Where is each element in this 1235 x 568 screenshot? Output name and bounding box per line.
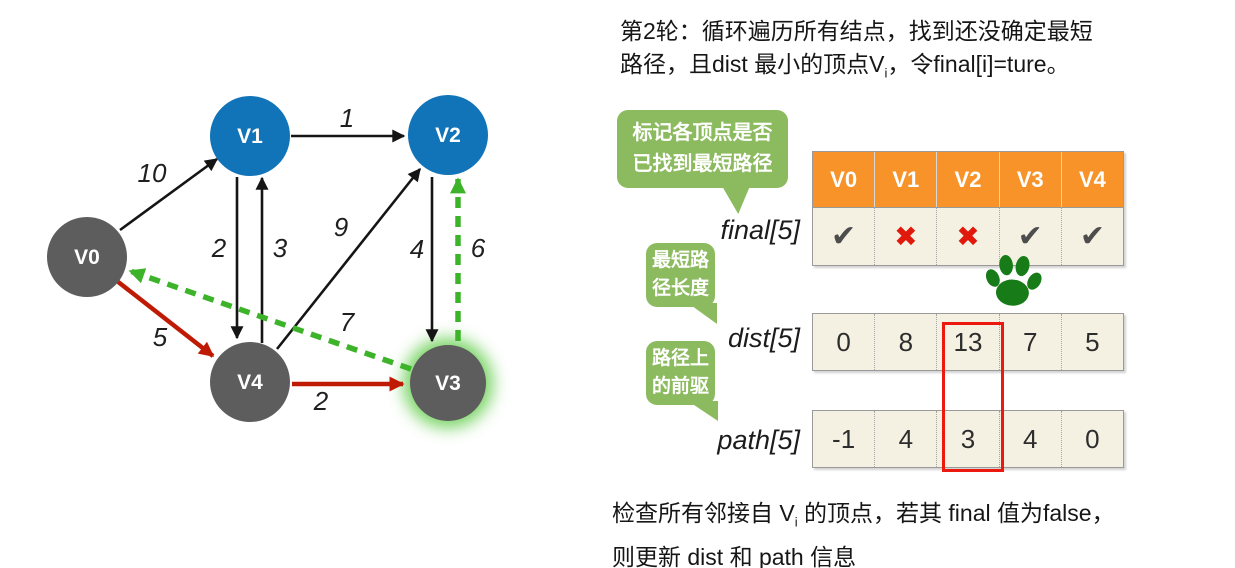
edge-V4-V2: [275, 167, 422, 350]
edge-weight-V3-V0: 7: [340, 307, 356, 337]
edge-weight-V4-V2: 9: [334, 212, 348, 242]
dist-cell-V3: 7: [999, 314, 1062, 370]
round-description-line1: 第2轮：循环遍历所有结点，找到还没确定最短: [620, 18, 1093, 44]
graph-node-V1: [210, 96, 290, 176]
dist-cell-V4: 5: [1061, 314, 1124, 370]
edge-V0-V4: [115, 279, 215, 358]
edge-V0-V1: [119, 157, 219, 232]
v2-column-highlight: [942, 322, 1004, 472]
node-label-V2: V2: [435, 124, 461, 147]
edge-weight-V0-V4: 5: [153, 322, 168, 352]
final-cell-V0-check: ✔: [813, 208, 876, 265]
node-label-V0: V0: [74, 246, 100, 269]
vertex-subscript: i: [884, 65, 888, 81]
graph-node-V0: [47, 217, 127, 297]
dist-cell-V0: 0: [813, 314, 876, 370]
edge-V3-V0: [128, 268, 412, 372]
final-cell-V4-check: ✔: [1061, 208, 1124, 265]
bubble-dist-note: 最短路 径长度: [646, 243, 715, 307]
graph-node-V2: [408, 95, 488, 175]
bubble-final-note: 标记各顶点是否 已找到最短路径: [617, 110, 788, 188]
edge-weight-V2-V3: 4: [410, 234, 424, 264]
bubble-path-tail: [688, 401, 718, 421]
dist-array-label: dist[5]: [727, 323, 800, 353]
edge-weight-V0-V1: 10: [138, 158, 167, 188]
edge-weight-V3-V2: 6: [471, 233, 486, 263]
dist-cell-V1: 8: [875, 314, 938, 370]
path-cell-V3: 4: [999, 411, 1062, 467]
path-array-label: path[5]: [717, 425, 800, 455]
header-cell-V0: V0: [813, 152, 876, 207]
final-cell-V2-cross: ✖: [937, 208, 1000, 265]
bubble-path-note: 路径上 的前驱: [646, 341, 715, 405]
edge-weight-V4-V3: 2: [313, 386, 329, 416]
round-description-line2: 路径，且dist 最小的顶点Vi，令final[i]=ture。: [620, 51, 1070, 81]
update-description-line2: 则更新 dist 和 path 信息: [612, 543, 857, 568]
node-label-V4: V4: [237, 371, 263, 394]
final-cell-V1-cross: ✖: [875, 208, 938, 265]
final-array-label: final[5]: [720, 215, 800, 245]
node-label-V1: V1: [237, 125, 263, 148]
path-cell-V4: 0: [1061, 411, 1124, 467]
graph-node-V4: [210, 342, 290, 422]
path-cell-V0: -1: [813, 411, 876, 467]
header-cell-V4: V4: [1061, 152, 1124, 207]
edge-weight-V4-V1: 3: [273, 233, 288, 263]
edge-weight-V1-V2: 1: [340, 103, 354, 133]
vertex-subscript: i: [794, 514, 798, 530]
graph-node-V3: [410, 345, 486, 421]
path-cell-V1: 4: [875, 411, 938, 467]
paw-print-icon: [985, 255, 1042, 306]
header-cell-V1: V1: [875, 152, 938, 207]
node-label-V3: V3: [435, 372, 461, 395]
final-value-row: ✔✖✖✔✔: [813, 208, 1124, 265]
bubble-final-tail: [722, 186, 750, 214]
update-description-line1: 检查所有邻接自 Vi 的顶点，若其 final 值为false，: [612, 500, 1115, 530]
final-cell-V3-check: ✔: [999, 208, 1062, 265]
path-cell-V2: 3: [937, 411, 1000, 467]
update-description: 检查所有邻接自 Vi 的顶点，若其 final 值为false， 则更新 dis…: [612, 496, 1207, 568]
round-description: 第2轮：循环遍历所有结点，找到还没确定最短 路径，且dist 最小的顶点Vi，令…: [620, 15, 1200, 90]
edge-weight-V1-V4: 2: [211, 233, 227, 263]
header-cell-V2: V2: [937, 152, 1000, 207]
header-cell-V3: V3: [999, 152, 1062, 207]
